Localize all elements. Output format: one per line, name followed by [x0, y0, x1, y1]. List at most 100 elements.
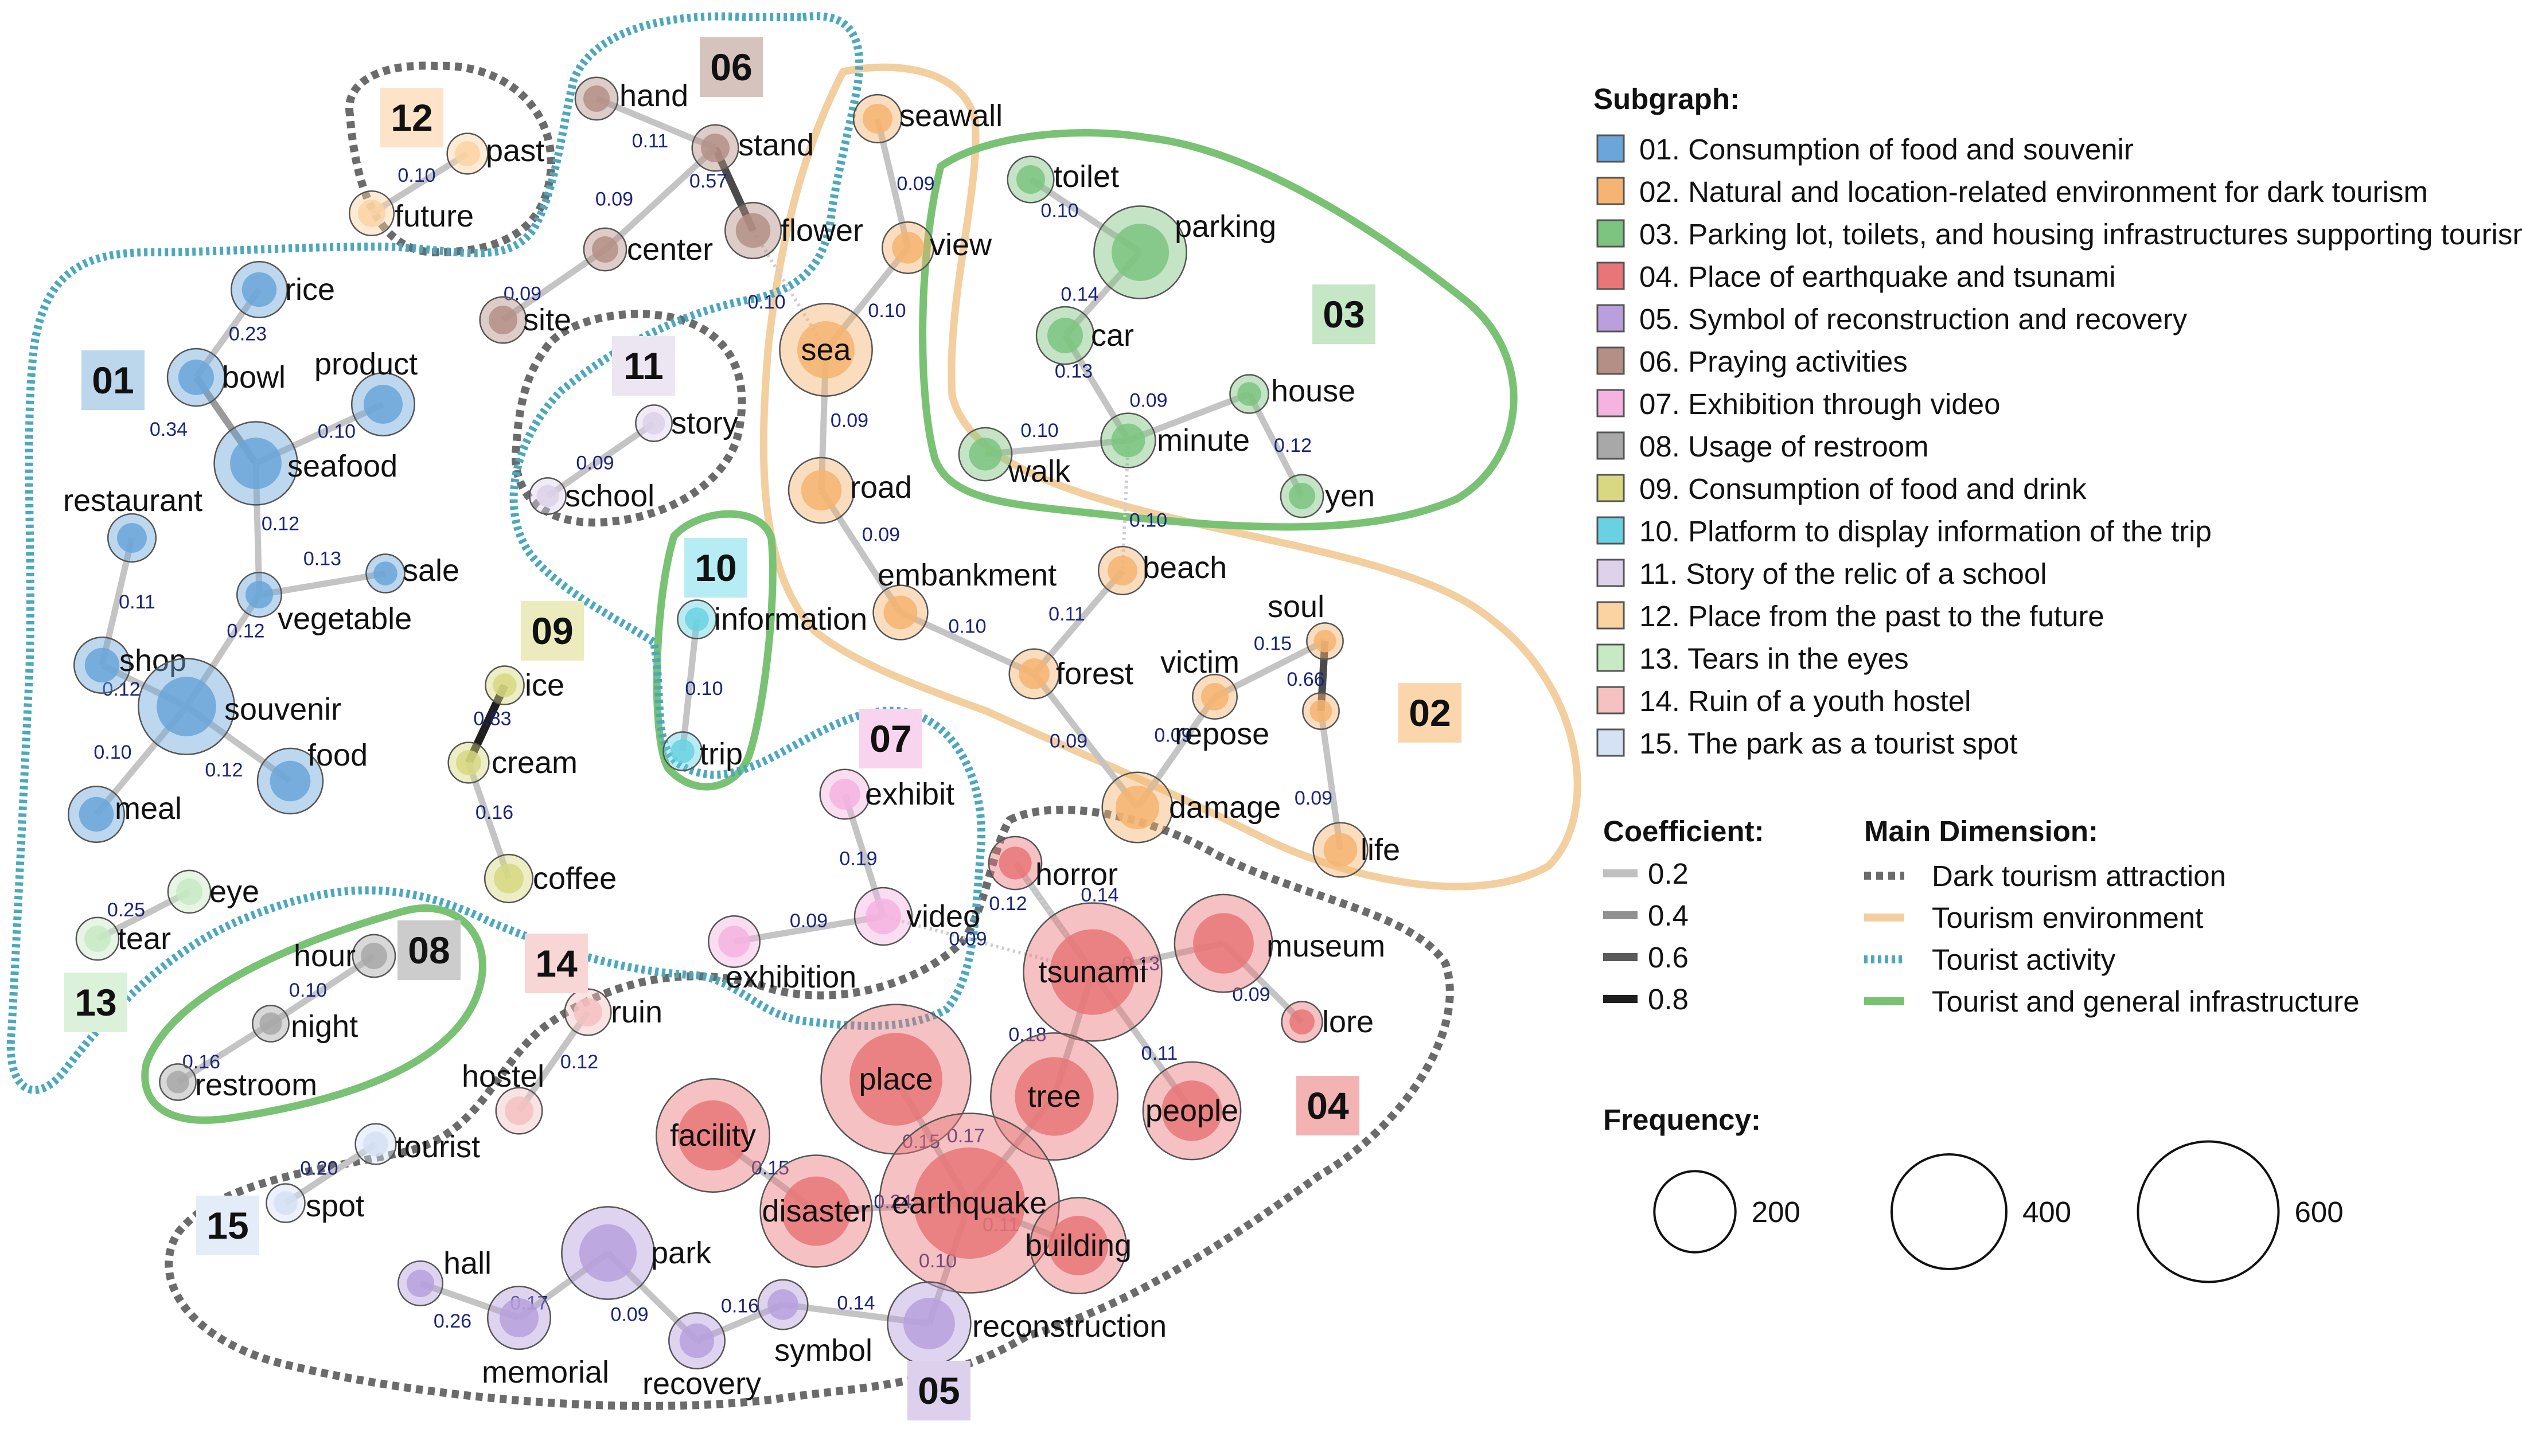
- legend-dimension-text-infra: Tourist and general infrastructure: [1932, 985, 2360, 1018]
- node-core-house: [1237, 382, 1261, 406]
- edge-weight-eye-tear: 0.25: [107, 899, 145, 921]
- node-label-tourist: tourist: [396, 1130, 480, 1164]
- edge-weight-video-exhibition: 0.09: [790, 910, 828, 932]
- node-label-disaster: disaster: [762, 1194, 870, 1228]
- edge-weight-night-restroom: 0.16: [182, 1051, 220, 1073]
- node-label-walk: walk: [1008, 454, 1071, 489]
- edge-weight-restaurant-shop: 0.11: [119, 591, 155, 613]
- legend-swatch-10: [1596, 516, 1625, 545]
- legend-coef-label-0-8: 0.8: [1648, 983, 1689, 1016]
- legend-frequency-label-400: 400: [2022, 1196, 2071, 1228]
- legend-subgraph-text-04: 04. Place of earthquake and tsunami: [1639, 260, 2116, 293]
- node-trip: trip: [662, 731, 743, 771]
- node-beach: beach: [1097, 545, 1227, 596]
- legend-subgraph-text-07: 07. Exhibition through video: [1639, 388, 2000, 420]
- node-label-beach: beach: [1143, 551, 1227, 585]
- node-house: house: [1229, 374, 1355, 414]
- node-core-seawall: [863, 104, 892, 134]
- node-walk: walk: [958, 427, 1071, 489]
- edge-weight-toilet-parking: 0.10: [1040, 200, 1078, 222]
- edge-weight-bowl-seafood: 0.34: [150, 419, 188, 440]
- legend-subgraph-01: 01. Consumption of food and souvenir: [1596, 133, 2134, 166]
- node-yen: yen: [1280, 474, 1375, 518]
- node-seafood: seafood: [213, 421, 397, 506]
- subgraph-tag-03: 03: [1312, 284, 1375, 344]
- edge-tourist-spot: [283, 1141, 378, 1206]
- edge-forest-damage: [1031, 672, 1140, 810]
- legend-swatch-14: [1596, 686, 1625, 715]
- legend-swatch-12: [1596, 601, 1625, 630]
- node-label-hall: hall: [443, 1246, 492, 1281]
- legend-subgraph-text-15: 15. The park as a tourist spot: [1639, 727, 2018, 760]
- edge-weight-stand-flower: 0.57: [689, 170, 727, 192]
- subgraph-tag-label-10: 10: [695, 547, 736, 589]
- legend-subgraph-13: 13. Tears in the eyes: [1596, 642, 1909, 675]
- node-view: view: [882, 221, 992, 274]
- node-label-victim: victim: [1160, 645, 1239, 680]
- node-souvenir: souvenir: [138, 658, 341, 755]
- node-label-recovery: recovery: [642, 1367, 761, 1401]
- legend-dimension-text-activity: Tourist activity: [1932, 943, 2116, 976]
- node-tourist: tourist: [354, 1123, 480, 1165]
- node-core-tear: [84, 926, 111, 952]
- node-core-damage: [1116, 786, 1159, 829]
- node-core-vegetable: [245, 580, 274, 609]
- node-eye: eye: [167, 869, 259, 914]
- node-night: night: [252, 1005, 358, 1044]
- subgraph-tag-box-15: [196, 1196, 259, 1255]
- node-core-museum: [1193, 913, 1254, 974]
- node-label-park: park: [651, 1236, 712, 1270]
- node-hall: hall: [397, 1246, 492, 1306]
- node-hand: hand: [574, 76, 688, 121]
- node-spot: spot: [266, 1183, 364, 1223]
- edge-forest-beach: [1031, 568, 1125, 676]
- node-label-future: future: [395, 199, 474, 233]
- node-core-lore: [1289, 1009, 1315, 1035]
- node-museum: museum: [1174, 893, 1385, 993]
- node-recovery: recovery: [642, 1312, 761, 1401]
- node-core-flower: [735, 213, 771, 248]
- node-exhibit: exhibit: [819, 768, 954, 820]
- outline-infra-1: [919, 129, 1518, 531]
- node-label-stand: stand: [738, 128, 814, 162]
- node-label-night: night: [291, 1009, 358, 1044]
- node-core-hall: [406, 1269, 435, 1298]
- edge-weight-symbol-reconstruction: 0.14: [837, 1293, 875, 1314]
- node-label-information: information: [714, 602, 867, 637]
- edge-weight-hand-stand: 0.11: [632, 130, 669, 152]
- node-road: road: [788, 456, 912, 524]
- subgraph-tag-07: 07: [859, 709, 922, 768]
- edge-weight-hall-memorial: 0.26: [434, 1310, 471, 1332]
- legend-swatch-11: [1596, 559, 1625, 587]
- edge-weight-tree-earthquake: 0.17: [947, 1125, 985, 1147]
- edge-weight-past-future: 0.10: [397, 165, 435, 186]
- legend-coef-label-0-2: 0.2: [1648, 857, 1689, 890]
- subgraph-tag-04: 04: [1296, 1076, 1359, 1135]
- cross-link-minute-beach: [1121, 440, 1130, 571]
- legend-subgraph-06: 06. Praying activities: [1596, 345, 1908, 378]
- node-label-past: past: [486, 134, 544, 168]
- edge-hour-night: [268, 953, 376, 1026]
- edge-seawall-view: [874, 118, 911, 249]
- edge-weight-minute-walk: 0.10: [1020, 420, 1058, 442]
- node-core-hand: [583, 85, 610, 112]
- node-core-reconstruction: [903, 1298, 955, 1349]
- subgraph-tag-11: 11: [612, 336, 675, 396]
- node-damage: damage: [1101, 771, 1281, 844]
- legend-swatch-09: [1596, 474, 1625, 502]
- edge-vegetable-sale: [259, 570, 386, 598]
- node-core-horror: [999, 846, 1032, 880]
- node-label-reconstruction: reconstruction: [972, 1309, 1167, 1344]
- subgraph-tag-10: 10: [684, 538, 747, 598]
- legend-dimension-infra: Tourist and general infrastructure: [1864, 985, 2360, 1018]
- edge-weight-souvenir-food: 0.12: [205, 759, 243, 781]
- node-reconstruction: reconstruction: [887, 1281, 1167, 1366]
- node-site: site: [479, 296, 571, 344]
- legend-subgraph-text-14: 14. Ruin of a youth hostel: [1639, 685, 1971, 717]
- legend-frequency-label-200: 200: [1752, 1196, 1800, 1228]
- subgraph-tag-label-03: 03: [1323, 293, 1365, 335]
- node-label-site: site: [523, 303, 571, 337]
